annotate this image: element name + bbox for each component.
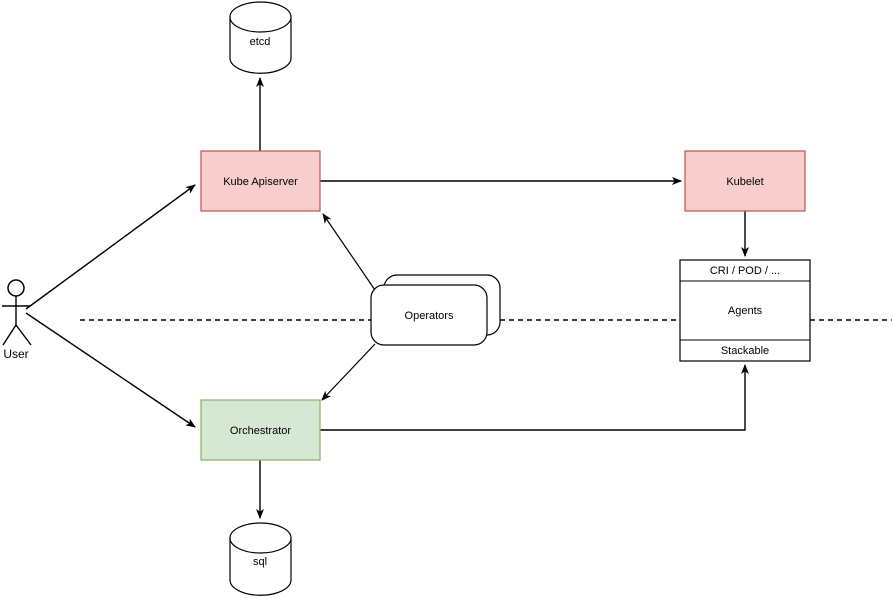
- node-user[interactable]: User: [2, 279, 32, 361]
- node-agents-header-label: CRI / POD / ...: [710, 265, 780, 277]
- node-etcd[interactable]: etcd: [229, 1, 292, 74]
- node-agents[interactable]: CRI / POD / ... Agents Stackable: [679, 259, 811, 362]
- user-leg-left-icon: [2, 324, 17, 346]
- node-etcd-label: etcd: [250, 36, 271, 48]
- node-operators[interactable]: Operators: [370, 274, 501, 346]
- node-agents-footer-label: Stackable: [721, 345, 769, 357]
- node-kubelet-label: Kubelet: [726, 176, 763, 188]
- user-head-icon: [7, 279, 25, 297]
- node-orchestrator[interactable]: Orchestrator: [200, 399, 321, 461]
- edge-operators-to-kube-apiserver: [322, 213, 376, 291]
- node-operators-label: Operators: [405, 310, 454, 322]
- edge-orchestrator-to-agents: [320, 364, 749, 431]
- node-kube-apiserver-label: Kube Apiserver: [223, 176, 298, 188]
- node-kubelet[interactable]: Kubelet: [684, 150, 806, 212]
- edge-operators-to-orchestrator: [321, 343, 376, 401]
- node-orchestrator-label: Orchestrator: [230, 425, 291, 437]
- edge-user-to-kube-apiserver: [25, 184, 196, 310]
- node-sql[interactable]: sql: [229, 522, 292, 596]
- node-user-label: User: [3, 347, 28, 361]
- node-kube-apiserver[interactable]: Kube Apiserver: [200, 150, 321, 212]
- node-agents-body-label: Agents: [728, 305, 763, 317]
- edge-user-to-orchestrator: [25, 312, 196, 428]
- user-leg-right-icon: [15, 324, 32, 346]
- node-sql-label: sql: [253, 556, 267, 568]
